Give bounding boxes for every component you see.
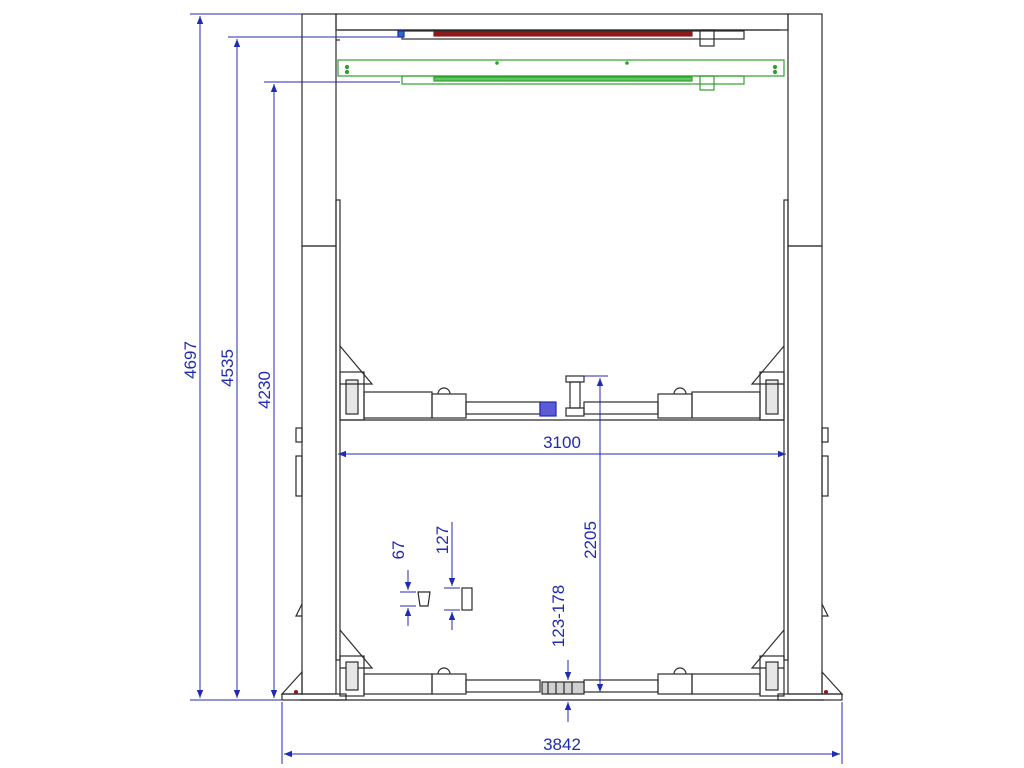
upper-safety-bar [338,29,780,47]
dim-overall-width: 3842 [543,735,581,754]
dim-inner-width: 3100 [543,433,581,452]
dim-max-lift-height: 2205 [581,521,600,559]
dim-lower-beam-height: 4230 [255,371,274,409]
raised-lift-arms [339,345,785,421]
dim-adapter-127: 127 [433,526,452,554]
top-crossbeam [335,13,789,31]
lift-structure [280,13,844,701]
height-adapters [417,587,473,611]
dimensions [190,13,843,764]
dim-adapter-67: 67 [389,541,408,560]
dim-total-height: 4697 [181,341,200,379]
dim-min-pad-height: 123-178 [549,585,568,647]
dim-upper-beam-height: 4535 [218,349,237,387]
left-column [295,13,341,695]
upper-bar-raised-position [337,59,785,91]
right-column [783,13,829,695]
lowered-lift-arms [300,629,824,701]
